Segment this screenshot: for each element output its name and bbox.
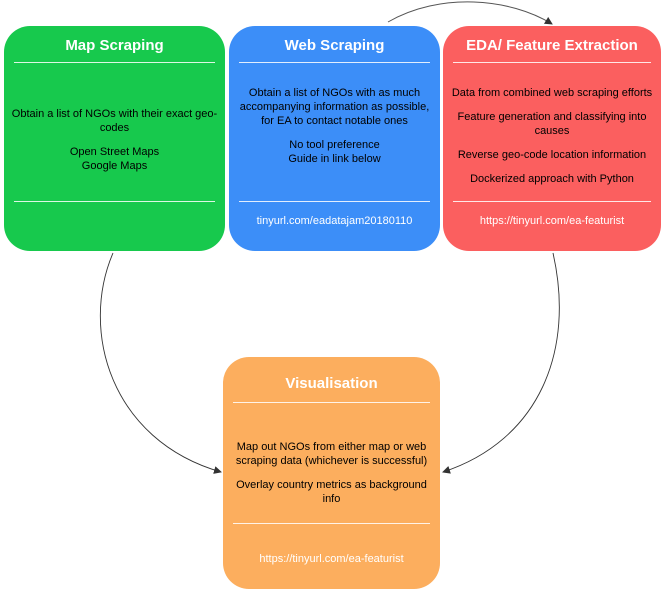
card-divider-top (453, 62, 651, 63)
arrow-eda-to-visualisation (442, 252, 560, 474)
card-title: Visualisation (285, 375, 378, 392)
card-line: Map out NGOs from either map or web scra… (235, 441, 428, 467)
card-divider-top (233, 402, 430, 403)
card-divider-top (239, 62, 430, 63)
card-body: Data from combined web scraping efforts … (447, 86, 657, 196)
card-body: Obtain a list of NGOs with their exact g… (8, 107, 221, 183)
arrow-map-to-visualisation (100, 252, 222, 474)
card-link[interactable]: https://tinyurl.com/ea-featurist (259, 553, 404, 565)
card-divider-bottom (239, 201, 430, 202)
card-line: No tool preference Guide in link below (288, 139, 381, 165)
card-body: Map out NGOs from either map or web scra… (227, 440, 436, 516)
card-link[interactable]: tinyurl.com/eadatajam20180110 (256, 215, 413, 227)
card-line: Data from combined web scraping efforts (451, 87, 653, 99)
card-divider-bottom (233, 523, 430, 524)
arrow-web-to-eda (387, 1, 553, 25)
map-scraping-card: Map Scraping Obtain a list of NGOs with … (4, 26, 225, 251)
card-title: Map Scraping (65, 37, 164, 54)
card-divider-top (14, 62, 215, 63)
web-scraping-card: Web Scraping Obtain a list of NGOs with … (229, 26, 440, 251)
card-line: Overlay country metrics as background in… (236, 479, 427, 505)
card-line: Reverse geo-code location information (457, 149, 647, 161)
card-line: Open Street Maps Google Maps (69, 146, 160, 172)
card-title: Web Scraping (284, 37, 385, 54)
card-divider-bottom (453, 201, 651, 202)
card-line: Feature generation and classifying into … (457, 111, 647, 137)
card-link[interactable]: https://tinyurl.com/ea-featurist (479, 215, 625, 227)
card-title: EDA/ Feature Extraction (466, 37, 638, 54)
visualisation-card: Visualisation Map out NGOs from either m… (223, 357, 440, 589)
card-body: Obtain a list of NGOs with as much accom… (233, 86, 436, 176)
card-line: Dockerized approach with Python (470, 173, 634, 185)
card-line: Obtain a list of NGOs with as much accom… (239, 87, 430, 127)
eda-card: EDA/ Feature Extraction Data from combin… (443, 26, 661, 251)
card-divider-bottom (14, 201, 215, 202)
card-line: Obtain a list of NGOs with their exact g… (11, 108, 218, 134)
